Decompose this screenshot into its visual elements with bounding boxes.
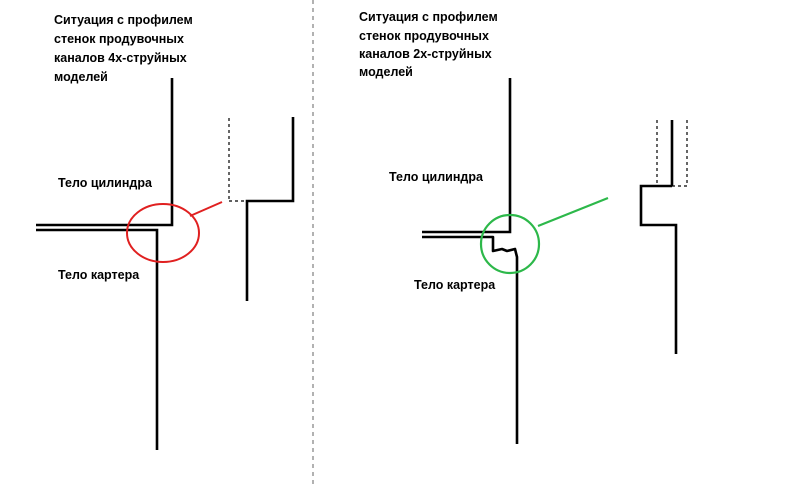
left-highlight-circle xyxy=(126,203,200,263)
right-title-line-4: моделей xyxy=(359,65,413,79)
left-cylinder-wall xyxy=(36,78,174,227)
left-crankcase-label: Тело картера xyxy=(58,268,140,282)
left-pointer-line xyxy=(189,201,223,217)
left-title-line-2: стенок продувочных xyxy=(54,32,184,46)
right-pointer-line xyxy=(537,196,609,228)
right-title-line-2: стенок продувочных xyxy=(359,29,489,43)
right-cylinder-label: Тело цилиндра xyxy=(389,170,484,184)
right-panel: Ситуация с профилем стенок продувочных к… xyxy=(359,10,688,444)
right-title-line-1: Ситуация с профилем xyxy=(359,10,498,24)
left-panel: Ситуация с профилем стенок продувочных к… xyxy=(36,13,295,450)
left-title-line-3: каналов 4х-струйных xyxy=(54,51,187,65)
left-title-line-1: Ситуация с профилем xyxy=(54,13,193,27)
right-crankcase-wall xyxy=(422,235,519,444)
right-crankcase-label: Тело картера xyxy=(414,278,496,292)
right-detail-profile xyxy=(639,184,678,354)
right-cylinder-wall xyxy=(422,78,512,234)
left-detail-profile xyxy=(245,117,295,301)
left-crankcase-wall xyxy=(36,228,159,450)
left-cylinder-label: Тело цилиндра xyxy=(58,176,153,190)
left-title-line-4: моделей xyxy=(54,70,108,84)
right-title-line-3: каналов 2х-струйных xyxy=(359,47,492,61)
right-highlight-circle xyxy=(479,213,541,275)
